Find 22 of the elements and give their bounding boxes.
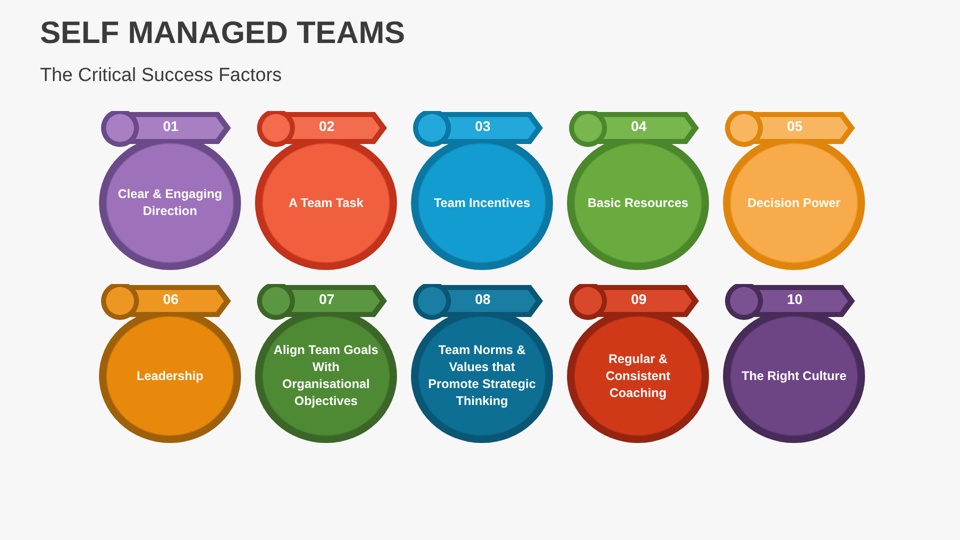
factor-text: Leadership (136, 368, 204, 384)
factor-text: Team Norms & Values that Promote Strategic Thinking (427, 342, 537, 410)
factor-text: The Right Culture (742, 368, 846, 384)
number-label: 01 (163, 119, 179, 133)
factor-text: Align Team Goals With Organisational Objectives (272, 342, 380, 410)
factor-text: Clear & Engaging Direction (116, 186, 224, 220)
number-label: 03 (475, 119, 491, 133)
factor-text: Basic Resources (588, 194, 688, 212)
number-label: 06 (163, 292, 179, 306)
number-label: 02 (319, 119, 335, 133)
number-label: 04 (631, 119, 647, 133)
title: SELF MANAGED TEAMS (40, 14, 406, 52)
number-label: 05 (787, 119, 803, 133)
subtitle: The Critical Success Factors (40, 64, 282, 88)
factor-text: Decision Power (747, 194, 841, 212)
factor-text: A Team Task (288, 194, 364, 212)
factor-text: Team Incentives (434, 194, 530, 212)
number-label: 09 (631, 292, 647, 306)
number-label: 07 (319, 292, 335, 306)
number-label: 08 (475, 292, 491, 306)
factor-text: Regular & Consistent Coaching (604, 350, 672, 402)
number-label: 10 (787, 292, 803, 306)
